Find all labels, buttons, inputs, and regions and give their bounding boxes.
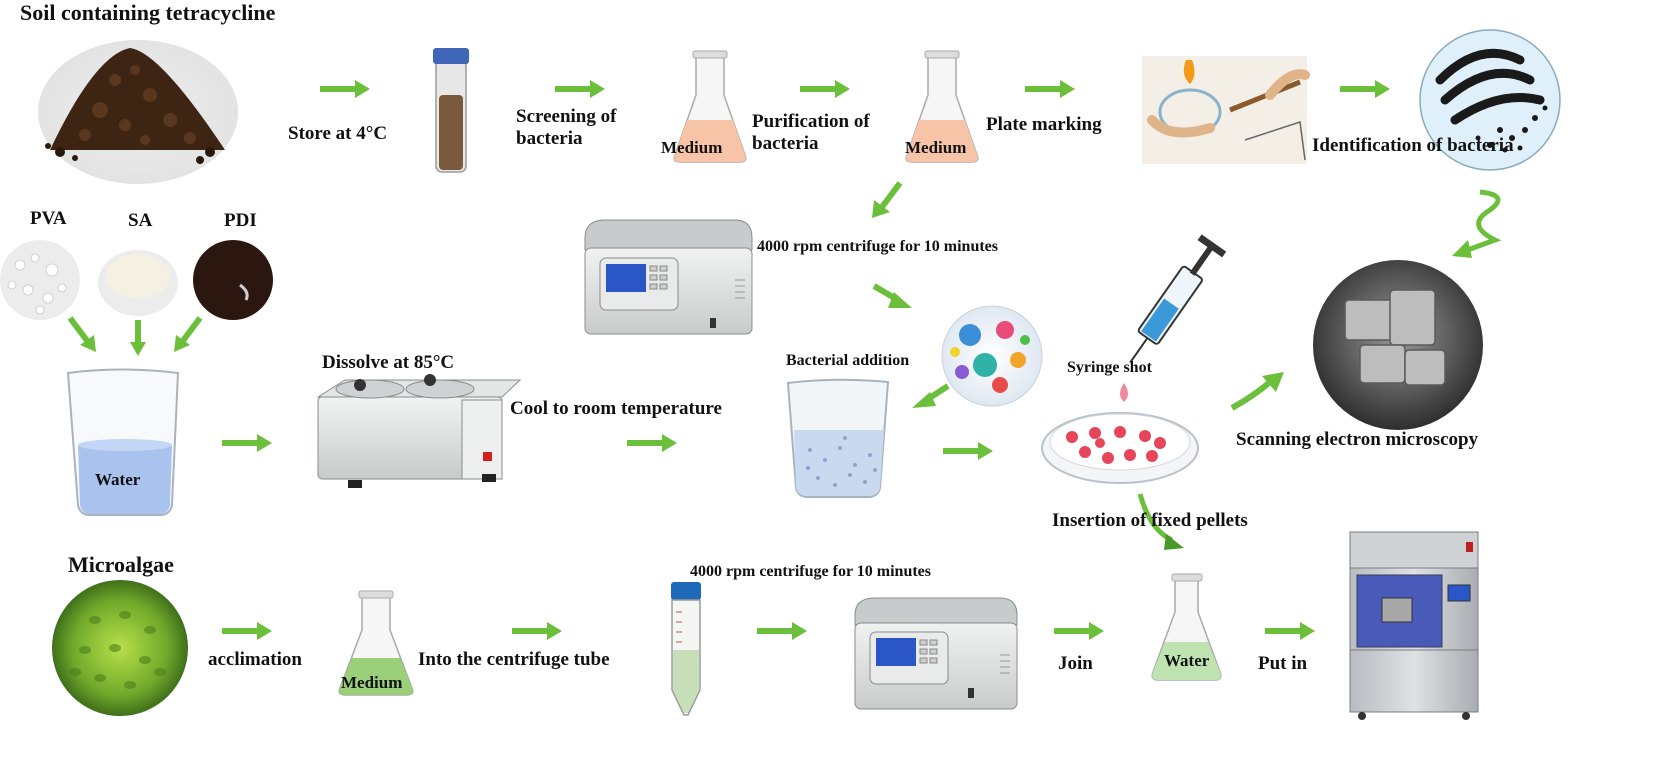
curved-arrow-icon xyxy=(1452,189,1502,258)
arrow-icon xyxy=(1025,80,1075,98)
climate-chamber-icon xyxy=(1349,531,1479,720)
bacterial-addition-label: Bacterial addition xyxy=(786,352,910,369)
conical-flask-icon xyxy=(1151,573,1222,681)
into-tube-label: Into the centrifuge tube xyxy=(418,649,610,670)
medium-label-3: Medium xyxy=(341,673,403,692)
pva-label: PVA xyxy=(30,208,67,229)
petri-dish-icon xyxy=(1041,412,1199,484)
conical-flask-icon xyxy=(905,50,979,163)
arrow-icon xyxy=(800,80,850,98)
soil-label: Soil containing tetracycline xyxy=(20,0,276,25)
beaker-icon xyxy=(66,368,180,516)
soil-pile-icon xyxy=(38,40,238,184)
water-bath-icon xyxy=(316,374,522,488)
arrow-icon xyxy=(555,80,605,98)
syringe-shot-label: Syringe shot xyxy=(1067,359,1152,376)
medium-label-1: Medium xyxy=(661,138,723,157)
plate-marking-scene-icon xyxy=(1142,56,1310,164)
conical-flask-icon xyxy=(338,590,414,696)
sa-label: SA xyxy=(128,210,153,231)
sem-image-icon xyxy=(1313,260,1483,430)
sem-label: Scanning electron microscopy xyxy=(1236,429,1479,450)
identification-label: Identification of bacteria xyxy=(1312,135,1514,156)
arrow-icon xyxy=(912,383,950,408)
arrow-icon xyxy=(943,442,993,460)
cool-label: Cool to room temperature xyxy=(510,398,722,419)
arrow-icon xyxy=(222,434,272,452)
arrow-icon xyxy=(1265,622,1315,640)
insertion-label: Insertion of fixed pellets xyxy=(1052,510,1248,531)
arrow-icon xyxy=(67,316,203,356)
pva-icon xyxy=(0,240,80,320)
pdi-label: PDI xyxy=(224,210,257,231)
dissolve-label: Dissolve at 85°C xyxy=(322,352,455,373)
water-label-2: Water xyxy=(1164,651,1210,670)
arrow-icon xyxy=(1054,622,1104,640)
arrow-icon xyxy=(512,622,562,640)
arrow-icon xyxy=(1230,372,1284,411)
arrow-icon xyxy=(757,622,807,640)
acclimation-label: acclimation xyxy=(208,649,302,670)
water-label-1: Water xyxy=(95,470,141,489)
microalgae-circle-icon xyxy=(52,580,188,716)
arrow-icon xyxy=(872,283,912,308)
conical-flask-icon xyxy=(673,50,747,163)
bacteria-circle-icon xyxy=(941,305,1043,407)
sa-icon xyxy=(98,250,178,316)
falcon-tube-icon xyxy=(671,582,701,716)
curved-arrow-icon xyxy=(1137,493,1184,550)
arrow-icon xyxy=(627,434,677,452)
pdi-icon xyxy=(193,240,273,320)
beaker-icon xyxy=(786,378,890,498)
centrifuge-icon xyxy=(854,597,1018,710)
put-in-label: Put in xyxy=(1258,653,1308,674)
plate-marking-label: Plate marking xyxy=(986,114,1102,135)
store-label: Store at 4°C xyxy=(288,123,388,144)
petri-bacteria-icon xyxy=(1419,29,1561,171)
microalgae-label: Microalgae xyxy=(68,552,174,577)
screening-label: Screening of bacteria xyxy=(516,106,617,149)
arrow-icon xyxy=(222,622,272,640)
arrow-icon xyxy=(872,181,903,218)
centrifuge-label-1: 4000 rpm centrifuge for 10 minutes xyxy=(757,238,998,255)
medium-label-2: Medium xyxy=(905,138,967,157)
syringe-icon xyxy=(1120,234,1227,402)
centrifuge-label-2: 4000 rpm centrifuge for 10 minutes xyxy=(690,563,931,580)
purification-label: Purification of bacteria xyxy=(752,111,870,154)
join-label: Join xyxy=(1058,653,1093,674)
arrow-icon xyxy=(1340,80,1390,98)
arrow-icon xyxy=(320,80,370,98)
test-tube-icon xyxy=(433,48,469,173)
centrifuge-icon xyxy=(584,219,753,335)
